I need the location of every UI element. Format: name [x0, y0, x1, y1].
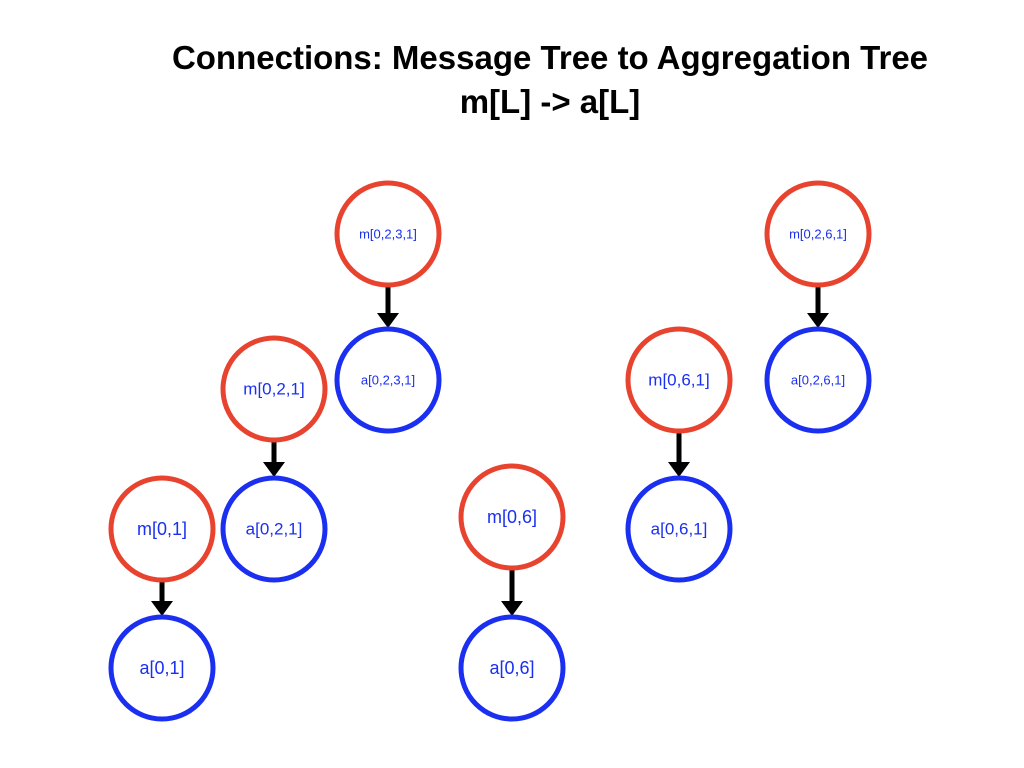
message-aggregation-pair: m[0,6,1] a[0,6,1]	[625, 326, 733, 583]
message-aggregation-pair: m[0,2,6,1] a[0,2,6,1]	[764, 180, 872, 434]
aggregation-node-label: a[0,6,1]	[651, 520, 708, 539]
message-node-label: m[0,6,1]	[648, 371, 709, 390]
message-aggregation-pair: m[0,1] a[0,1]	[108, 475, 216, 722]
title-line-2: m[L] -> a[L]	[459, 83, 641, 120]
message-node	[764, 180, 872, 288]
diagram-title: Connections: Message Tree to Aggregation…	[0, 36, 1024, 124]
message-node-label: m[0,1]	[137, 519, 187, 539]
message-node-label: m[0,2,3,1]	[359, 227, 417, 242]
aggregation-node-label: a[0,2,6,1]	[791, 373, 845, 388]
message-node	[625, 326, 733, 434]
aggregation-node	[108, 614, 216, 722]
aggregation-node	[334, 326, 442, 434]
title-line-1: Connections: Message Tree to Aggregation…	[171, 39, 929, 76]
aggregation-node	[458, 614, 566, 722]
message-aggregation-pair: m[0,2,1] a[0,2,1]	[220, 335, 328, 583]
message-node-label: m[0,2,6,1]	[789, 227, 847, 242]
message-node	[108, 475, 216, 583]
aggregation-node	[764, 326, 872, 434]
aggregation-node	[220, 475, 328, 583]
message-node-label: m[0,2,1]	[243, 380, 304, 399]
connection-arrow-head	[807, 313, 829, 328]
connection-arrow-head	[501, 601, 523, 616]
connection-arrow-head	[668, 462, 690, 477]
aggregation-node-label: a[0,2,3,1]	[361, 373, 415, 388]
message-node	[334, 180, 442, 288]
aggregation-node	[625, 475, 733, 583]
message-node	[220, 335, 328, 443]
connection-arrow-head	[151, 601, 173, 616]
aggregation-node-label: a[0,6]	[489, 658, 534, 678]
message-node	[458, 463, 566, 571]
message-node-label: m[0,6]	[487, 507, 537, 527]
message-aggregation-pair: m[0,2,3,1] a[0,2,3,1]	[334, 180, 442, 434]
aggregation-node-label: a[0,1]	[139, 658, 184, 678]
connection-arrow-head	[377, 313, 399, 328]
aggregation-node-label: a[0,2,1]	[246, 520, 303, 539]
connection-arrow-head	[263, 462, 285, 477]
message-aggregation-pair: m[0,6] a[0,6]	[458, 463, 566, 722]
